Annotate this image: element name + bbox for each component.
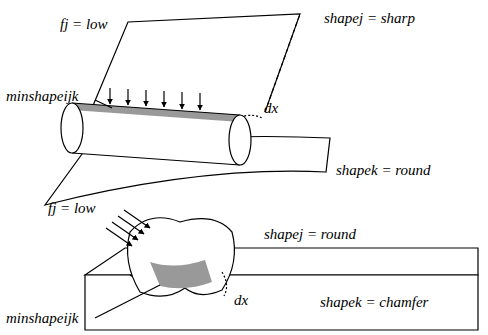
annotation-label: dx	[232, 292, 250, 309]
contact-plane	[92, 14, 300, 112]
annotation-label: shapej = sharp	[322, 10, 417, 27]
annotation-label: fj = low	[46, 200, 98, 217]
dx-mark	[244, 115, 262, 118]
cylinder-edge	[72, 103, 240, 115]
cylinder-end	[229, 115, 251, 165]
load-arrows	[110, 88, 200, 110]
cylinder-edge	[72, 153, 240, 165]
contact-strip	[150, 260, 212, 288]
contact-plane-hidden	[265, 14, 300, 112]
contact-strip	[72, 103, 240, 122]
cylinder-end	[61, 103, 83, 153]
cylinder-body	[72, 103, 240, 165]
annotation-label: minshapeijk	[4, 310, 81, 327]
load-arrows	[106, 210, 150, 246]
annotation-label: fj = low	[58, 16, 110, 33]
annotation-label: dx	[262, 100, 280, 117]
leader-line	[95, 285, 160, 318]
leader-line	[95, 100, 112, 108]
annotation-label: shapej = round	[262, 226, 358, 243]
round-tool	[128, 218, 235, 296]
annotation-label: shapek = chamfer	[318, 294, 430, 311]
annotation-label: minshapeijk	[4, 88, 81, 105]
dx-mark	[222, 272, 227, 296]
annotation-label: shapek = round	[334, 162, 433, 179]
